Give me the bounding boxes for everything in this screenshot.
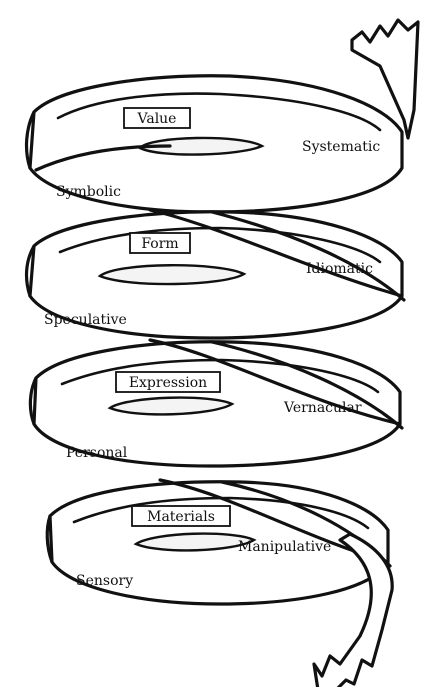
vernacular-label: Vernacular xyxy=(283,400,362,416)
idiomatic-label: Idiomatic xyxy=(306,261,373,277)
value-title: Value xyxy=(137,111,177,127)
speculative-label: Speculative xyxy=(44,312,127,328)
sensory-label: Sensory xyxy=(76,573,133,589)
expression-title: Expression xyxy=(129,375,207,391)
symbolic-label: Symbolic xyxy=(56,184,121,200)
form-title: Form xyxy=(141,236,178,252)
systematic-label: Systematic xyxy=(302,139,380,155)
manipulative-label: Manipulative xyxy=(238,539,331,555)
materials-title: Materials xyxy=(147,509,215,525)
personal-label: Personal xyxy=(66,445,128,461)
